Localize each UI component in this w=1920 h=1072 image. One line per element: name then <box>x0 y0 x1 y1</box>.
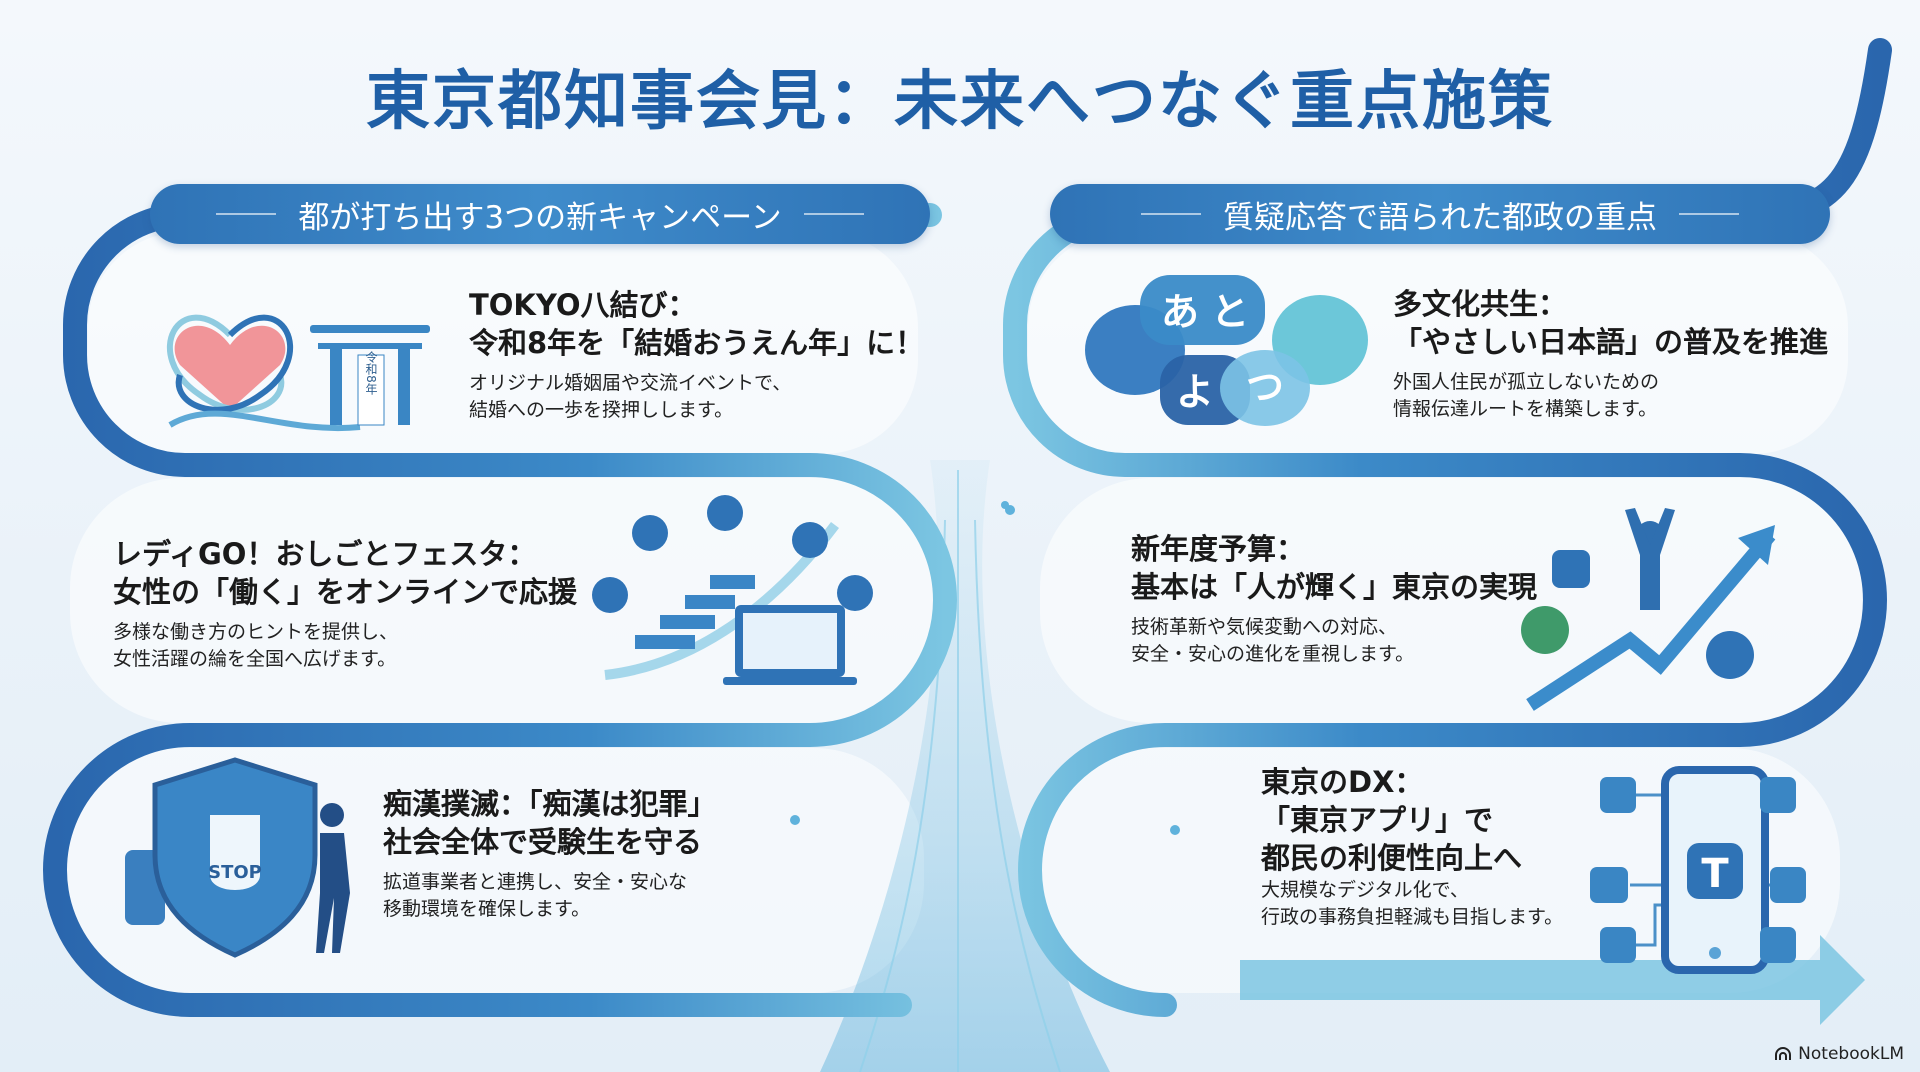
student-icon <box>316 803 350 953</box>
speech-bubbles-icon: あ と よ つ <box>1085 275 1368 426</box>
item-title: 痴漢撲滅：「痴漢は犯罪」 <box>383 787 717 821</box>
policy-item-multicultural: 多文化共生： 「やさしい日本語」の普及を推進 外国人住民が孤立しないための 情報… <box>1393 285 1828 423</box>
item-title: 基本は「人が輝く」東京の実現 <box>1131 570 1538 604</box>
item-title: 社会全体で受験生を守る <box>383 825 703 859</box>
campaign-item-women-work: レディGO！おしごとフェスタ： 女性の「働く」をオンラインで応援 多様な働き方の… <box>113 535 577 673</box>
bubble-char: あ <box>1161 290 1199 334</box>
info-icon <box>1760 927 1796 963</box>
policy-item-dx: 東京のDX： 「東京アプリ」で 都民の利便性向上へ 大規模なデジタル化で、 行政… <box>1261 763 1563 931</box>
item-description: 安全・安心の進化を重視します。 <box>1131 643 1415 665</box>
person-icon <box>592 577 628 613</box>
document-icon <box>1770 867 1806 903</box>
item-title: 女性の「働く」をオンラインで応援 <box>113 575 578 609</box>
item-description: 外国人住民が孤立しないための <box>1393 371 1660 393</box>
item-title: 「東京アプリ」で <box>1261 803 1494 837</box>
item-description: 多様な働き方のヒントを提供し、 <box>113 621 399 643</box>
bubble-char: よ <box>1176 370 1214 414</box>
item-description: 結婚への一歩を揆押しします。 <box>469 399 734 421</box>
lock-icon <box>1706 631 1754 679</box>
item-title: 都民の利便性向上へ <box>1261 841 1523 875</box>
item-description: 大規模なデジタル化で、 <box>1261 879 1469 901</box>
globe-icon <box>1600 927 1636 963</box>
stop-label: STOP <box>208 862 262 883</box>
item-title: 東京のDX： <box>1261 765 1424 799</box>
campaign-item-marriage: TOKYO八結び： 令和8年を「結婚おうえん年」に！ オリジナル婚姻届や交流イベ… <box>469 286 924 424</box>
item-description: 移動環境を確保します。 <box>383 898 591 920</box>
growth-arrow-icon <box>1521 508 1776 711</box>
item-description: 拡道事業者と連携し、安全・安心な <box>383 871 688 893</box>
policy-item-budget: 新年度予算： 基本は「人が輝く」東京の実現 技術革新や気候変動への対応、 安全・… <box>1131 530 1537 668</box>
computer-icon <box>632 515 668 551</box>
item-title: 「やさしい日本語」の普及を推進 <box>1393 325 1829 359</box>
item-title: 多文化共生： <box>1393 287 1568 321</box>
left-section-header: 都が打ち出す3つの新キャンペーン <box>150 184 930 244</box>
item-title: 新年度予算： <box>1131 532 1306 566</box>
chip-icon <box>1552 550 1590 588</box>
item-description: 情報伝達ルートを構築します。 <box>1393 398 1658 420</box>
raised-arms-person-icon <box>1625 508 1675 610</box>
credit-text: NotebookLM <box>1798 1044 1904 1064</box>
item-description: 行政の事務負担軽減も目指します。 <box>1261 906 1564 928</box>
item-description: 技術革新や気候変動への対応、 <box>1131 616 1398 638</box>
tokyo-app-phone-icon: T <box>1590 766 1806 974</box>
handshake-icon <box>707 495 743 531</box>
item-title: 令和8年を「結婚おうえん年」に！ <box>469 326 925 360</box>
campaign-item-anti-harassment: 痴漢撲滅：「痴漢は犯罪」 社会全体で受験生を守る 拡道事業者と連携し、安全・安心… <box>383 785 717 923</box>
chat-icon <box>1590 867 1628 903</box>
megaphone-icon <box>837 575 873 611</box>
bubble-char: と <box>1211 290 1249 334</box>
right-section-title: 質疑応答で語られた都政の重点 <box>1223 199 1657 236</box>
item-title: レディGO！おしごとフェスタ： <box>113 537 537 571</box>
item-title: TOKYO八結び： <box>469 288 697 322</box>
notebooklm-logo-icon <box>1775 1047 1792 1060</box>
app-logo-letter: T <box>1701 851 1729 897</box>
stop-shield-icon: STOP <box>125 757 350 958</box>
notebooklm-credit: NotebookLM <box>1774 1044 1904 1064</box>
gear-icon <box>792 522 828 558</box>
left-section-title: 都が打ち出す3つの新キャンペーン <box>298 199 782 236</box>
leaf-icon <box>1521 606 1569 654</box>
knot-heart-torii-icon: 令和8年 <box>167 314 430 431</box>
page-title: 東京都知事会見：未来へつなぐ重点施策 <box>366 65 1554 139</box>
bubble-char: つ <box>1246 365 1284 409</box>
item-description: 女性活躍の綸を全国へ広げます。 <box>113 648 397 670</box>
item-description: オリジナル婚姻届や交流イベントで、 <box>469 372 792 394</box>
torii-label: 令和8年 <box>364 350 378 395</box>
gears-icon <box>1760 777 1796 813</box>
train-icon <box>1600 777 1636 813</box>
progress-arrow <box>1240 935 1865 1025</box>
stairs-laptop-icon <box>592 495 873 685</box>
right-section-header: 質疑応答で語られた都政の重点 <box>1050 184 1830 244</box>
